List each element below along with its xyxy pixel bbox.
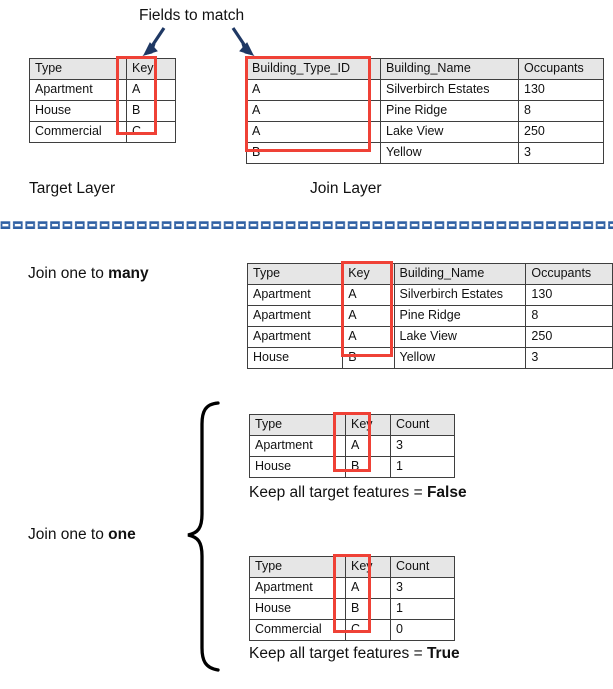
column-header-building-type-id: Building_Type_ID [246, 58, 381, 80]
one-to-many-table: Type Key Building_Name Occupants Apartme… [246, 263, 613, 369]
column-header-type: Type [249, 414, 346, 436]
dashed-divider-icon [0, 220, 613, 231]
table-header-row: Type Key Count [249, 556, 455, 578]
join-one-to-many-label: Join one to many [28, 264, 149, 283]
fields-to-match-label: Fields to match [139, 7, 245, 24]
table-row: Apartment A Pine Ridge 8 [246, 305, 613, 327]
cell-occupants: 130 [518, 79, 604, 101]
cell-type: Apartment [246, 305, 344, 327]
cell-key: A [126, 79, 176, 101]
cell-occupants: 250 [525, 326, 613, 348]
keep-all-false-text: Keep all target features = [249, 484, 427, 501]
cell-occupants: 130 [525, 284, 613, 306]
join-one-to-many-emphasis: many [108, 265, 149, 282]
table-row: House B [29, 100, 176, 122]
keep-all-false-note: Keep all target features = False [249, 483, 467, 502]
keep-all-true-text: Keep all target features = [249, 645, 427, 662]
target-layer-table-wrap: Type Key Apartment A House B Commercial … [29, 58, 176, 143]
join-layer-table-wrap: Building_Type_ID Building_Name Occupants… [246, 58, 604, 164]
table-header-row: Building_Type_ID Building_Name Occupants [246, 58, 604, 80]
join-one-to-one-emphasis: one [108, 526, 136, 543]
table-row: A Lake View 250 [246, 121, 604, 143]
cell-building-type-id: B [246, 142, 381, 164]
cell-type: Apartment [246, 326, 344, 348]
cell-occupants: 250 [518, 121, 604, 143]
cell-type: Commercial [29, 121, 127, 143]
cell-count: 0 [390, 619, 455, 641]
join-layer-label: Join Layer [310, 180, 382, 197]
keep-all-true-note: Keep all target features = True [249, 644, 460, 663]
join-layer-table: Building_Type_ID Building_Name Occupants… [246, 58, 604, 164]
table-row: House B Yellow 3 [246, 347, 613, 369]
table-row: Commercial C 0 [249, 619, 455, 641]
cell-type: Apartment [29, 79, 127, 101]
table-row: A Silverbirch Estates 130 [246, 79, 604, 101]
cell-count: 1 [390, 456, 455, 478]
column-header-building-name: Building_Name [380, 58, 519, 80]
column-header-key: Key [342, 263, 395, 285]
keep-all-false-value: False [426, 484, 467, 501]
table-row: Apartment A Lake View 250 [246, 326, 613, 348]
arrow-to-join-key [231, 27, 255, 56]
cell-occupants: 8 [525, 305, 613, 327]
cell-key: B [342, 347, 395, 369]
cell-building-name: Silverbirch Estates [393, 284, 527, 306]
join-one-to-one-label: Join one to one [28, 525, 136, 544]
cell-type: Commercial [249, 619, 346, 641]
column-header-occupants: Occupants [525, 263, 613, 285]
column-header-key: Key [126, 58, 176, 80]
cell-building-name: Yellow [393, 347, 527, 369]
cell-building-type-id: A [246, 79, 381, 101]
keep-all-true-value: True [426, 645, 460, 662]
one-to-one-false-table: Type Key Count Apartment A 3 House B 1 [249, 414, 455, 478]
one-to-many-table-wrap: Type Key Building_Name Occupants Apartme… [246, 263, 613, 369]
column-header-count: Count [390, 556, 455, 578]
column-header-type: Type [249, 556, 346, 578]
cell-building-name: Silverbirch Estates [380, 79, 519, 101]
cell-occupants: 8 [518, 100, 604, 122]
column-header-type: Type [29, 58, 127, 80]
target-layer-label: Target Layer [29, 180, 116, 197]
cell-key: A [342, 305, 395, 327]
cell-building-name: Lake View [393, 326, 527, 348]
join-one-to-one-text: Join one to [28, 526, 109, 543]
table-row: A Pine Ridge 8 [246, 100, 604, 122]
cell-building-name: Lake View [380, 121, 519, 143]
one-to-one-false-table-wrap: Type Key Count Apartment A 3 House B 1 [249, 414, 455, 478]
curly-brace-icon [187, 401, 220, 672]
one-to-one-true-table: Type Key Count Apartment A 3 House B 1 C… [249, 556, 455, 641]
table-row: Apartment A Silverbirch Estates 130 [246, 284, 613, 306]
column-header-occupants: Occupants [518, 58, 604, 80]
target-layer-table: Type Key Apartment A House B Commercial … [29, 58, 176, 143]
table-row: Apartment A [29, 79, 176, 101]
column-header-count: Count [390, 414, 455, 436]
join-one-to-many-text: Join one to [28, 265, 109, 282]
cell-type: Apartment [249, 577, 346, 599]
arrow-to-target-key [142, 27, 166, 56]
table-header-row: Type Key [29, 58, 176, 80]
cell-occupants: 3 [525, 347, 613, 369]
table-row: House B 1 [249, 598, 455, 620]
table-row: B Yellow 3 [246, 142, 604, 164]
cell-type: House [29, 100, 127, 122]
cell-occupants: 3 [518, 142, 604, 164]
one-to-one-true-table-wrap: Type Key Count Apartment A 3 House B 1 C… [249, 556, 455, 641]
cell-type: House [246, 347, 344, 369]
cell-key: B [126, 100, 176, 122]
cell-type: House [249, 456, 346, 478]
